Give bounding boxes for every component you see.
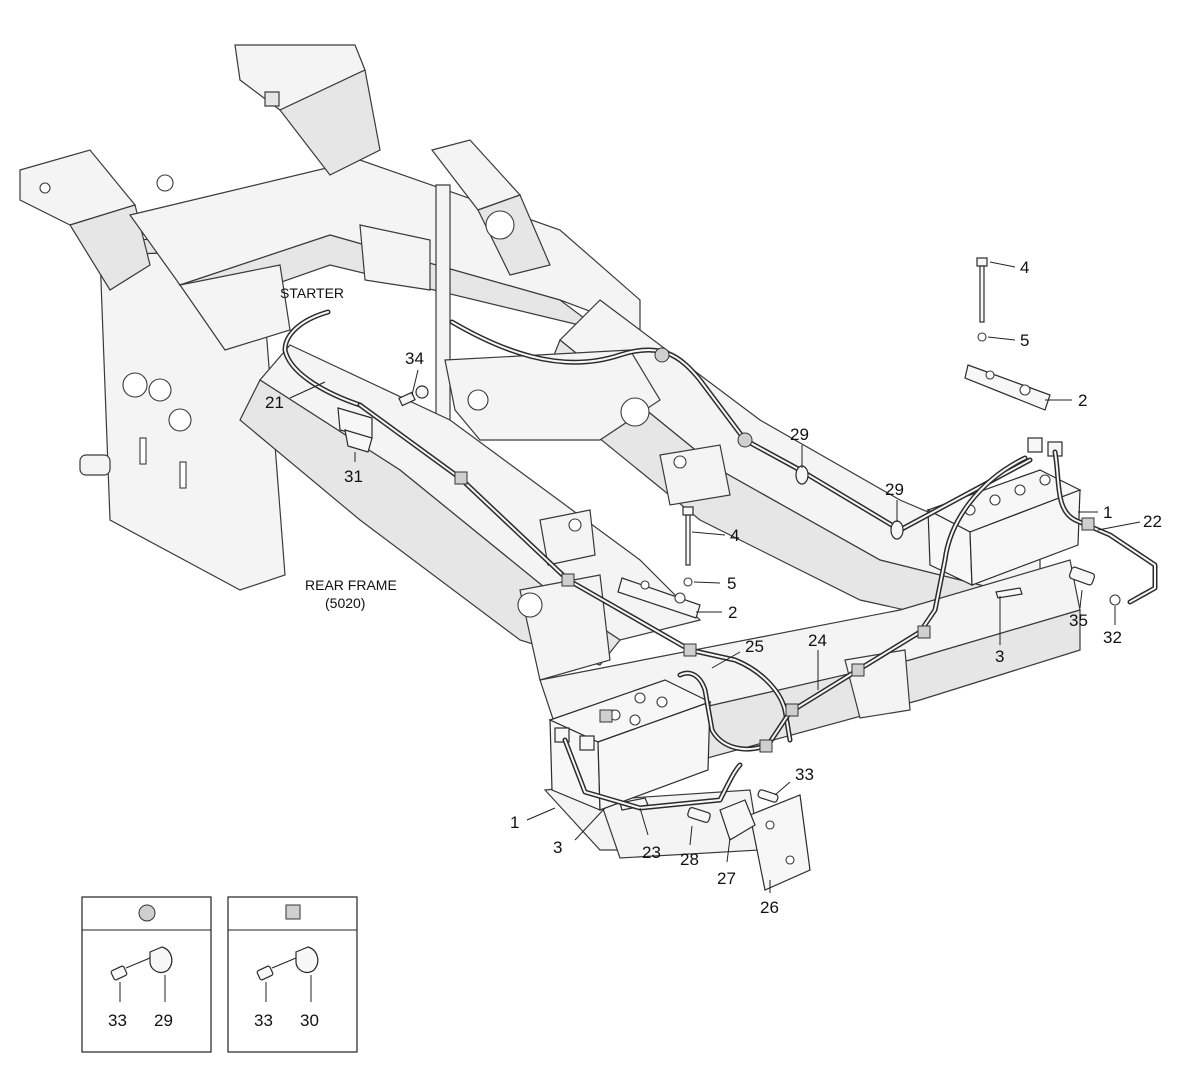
label-rear-frame: REAR FRAME [305,577,397,593]
legend-square-clip: 33 30 [227,896,358,1053]
callout-4: 4 [730,526,739,545]
clip-square [1081,517,1095,531]
clip-dot [737,432,753,448]
battery-switch-27 [719,799,756,841]
callout-27: 27 [717,869,736,888]
callout-35: 35 [1069,611,1088,630]
legend-dot-clip: 33 29 [81,896,212,1053]
washer-32 [1109,594,1121,606]
clamp-icon [149,946,173,974]
callout-31: 31 [344,467,363,486]
callout-26: 26 [760,898,779,917]
clip-square [851,663,865,677]
callout-3: 3 [995,647,1004,666]
clip-square [561,573,575,587]
starter-terminal [337,385,429,453]
dot-clip-symbol [138,904,156,922]
bolt-icon [110,965,128,981]
callout-23: 23 [642,843,661,862]
square-clip-symbol [285,904,301,920]
legend-clamp-number: 30 [300,1011,319,1030]
callout-29: 29 [790,425,809,444]
bolt-left [685,514,691,566]
legend-bolt-number: 33 [254,1011,273,1030]
callout-25: 25 [745,637,764,656]
callout-4: 4 [1020,258,1029,277]
callout-2: 2 [728,603,737,622]
hold-down-bolts [682,257,988,587]
clip-square [785,703,799,717]
label-rear-frame-code: (5020) [325,595,365,611]
callout-24: 24 [808,631,827,650]
callout-22: 22 [1143,512,1162,531]
clip-dot [654,347,670,363]
leader-lines [289,261,1141,893]
switch-bracket-26 [749,794,811,891]
callout-5: 5 [1020,331,1029,350]
callout-1: 1 [510,813,519,832]
clip-square [683,643,697,657]
clamp-29 [795,465,904,540]
bolt-icon [256,965,274,981]
label-starter: STARTER [280,285,344,301]
clamp-icon [295,946,319,974]
clip-square [759,739,773,753]
callout-3: 3 [553,838,562,857]
clip-square [917,625,931,639]
battery-switch-group [687,789,811,891]
washer-left [683,577,693,587]
battery-hold-down-plates [617,364,1051,619]
callout-1: 1 [1103,503,1112,522]
callout-33: 33 [795,765,814,784]
callout-2: 2 [1078,391,1087,410]
bolt-34 [398,391,416,407]
callout-28: 28 [680,850,699,869]
legend-bolt-number: 33 [108,1011,127,1030]
hold-down-plate-right [964,364,1051,411]
bolt-33 [757,789,779,803]
bolt-28 [687,807,711,823]
callout-29: 29 [885,480,904,499]
callout-34: 34 [405,349,424,368]
bolt-35 [1068,566,1096,586]
washer-right [977,332,987,342]
battery-pad-right [995,587,1023,599]
callout-5: 5 [727,574,736,593]
callout-32: 32 [1103,628,1122,647]
hold-down-plate-left [617,577,701,619]
callout-21: 21 [265,393,284,412]
legend-clamp-number: 29 [154,1011,173,1030]
clip-square [599,709,613,723]
bolt-right [979,265,985,323]
cable-clips [454,347,1095,753]
clip-square [454,471,468,485]
